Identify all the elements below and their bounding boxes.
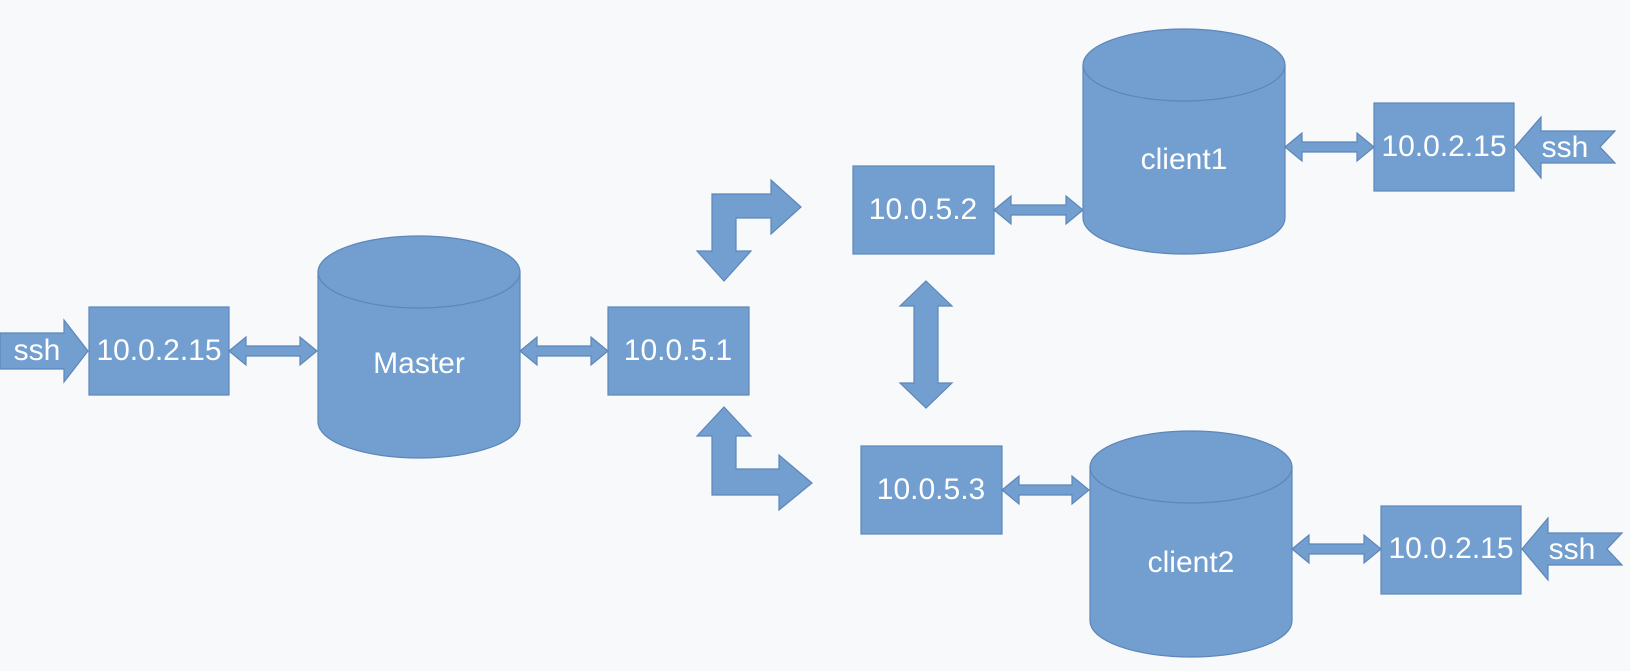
client2-external-ip-label: 10.0.2.15 xyxy=(1388,532,1513,565)
ssh-label-client2: ssh xyxy=(1549,533,1596,566)
master-internal-ip-label: 10.0.5.1 xyxy=(624,334,732,367)
client2-cylinder xyxy=(1089,430,1293,658)
client1-external-ip-box xyxy=(1373,102,1515,192)
double-arrow-client2-external xyxy=(1291,533,1382,565)
client1-cylinder xyxy=(1082,28,1286,255)
ssh-arrow-left xyxy=(0,318,89,384)
double-arrow-master-external xyxy=(228,335,318,367)
double-arrow-client1-external xyxy=(1284,131,1375,163)
double-arrow-client2-internal xyxy=(1001,474,1090,506)
double-arrow-master-internal xyxy=(519,335,609,367)
master-internal-ip-box xyxy=(607,306,750,396)
client1-internal-ip-box xyxy=(852,165,995,255)
double-arrow-client1-internal xyxy=(993,194,1084,226)
ssh-arrow-client1 xyxy=(1514,115,1617,180)
client2-external-ip-box xyxy=(1380,505,1522,595)
ssh-label-client1: ssh xyxy=(1542,131,1589,164)
client2-label: client2 xyxy=(1148,546,1235,579)
bent-arrow-to-client2 xyxy=(695,406,813,512)
client1-external-ip-label: 10.0.2.15 xyxy=(1381,130,1506,163)
ssh-label-left: ssh xyxy=(14,334,61,367)
master-cylinder xyxy=(317,235,521,459)
bent-arrow-to-client1 xyxy=(695,178,802,282)
master-external-ip-box xyxy=(88,306,230,396)
vertical-double-arrow-clients xyxy=(898,280,954,409)
master-external-ip-label: 10.0.2.15 xyxy=(96,334,221,367)
client1-label: client1 xyxy=(1141,143,1228,176)
client1-internal-ip-label: 10.0.5.2 xyxy=(869,193,977,226)
ssh-arrow-client2 xyxy=(1521,516,1624,582)
master-label: Master xyxy=(373,347,465,380)
client2-internal-ip-label: 10.0.5.3 xyxy=(877,473,985,506)
client2-internal-ip-box xyxy=(860,445,1003,535)
